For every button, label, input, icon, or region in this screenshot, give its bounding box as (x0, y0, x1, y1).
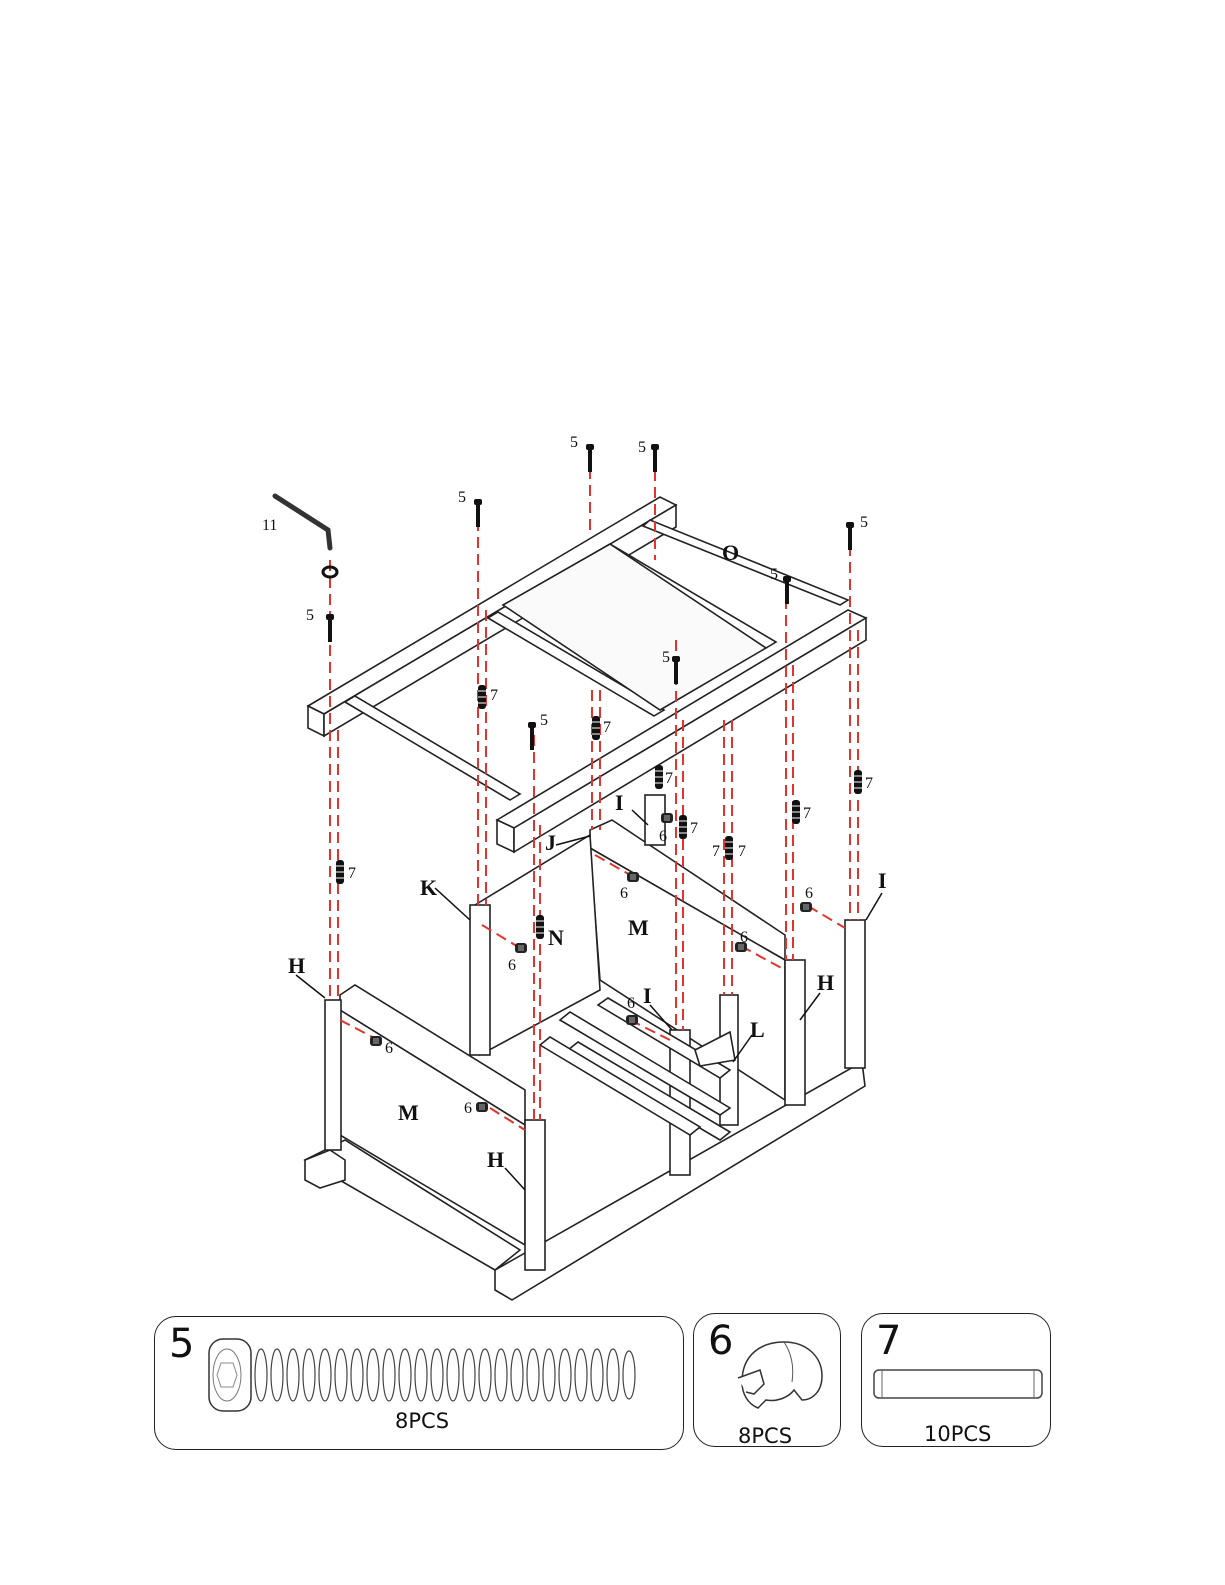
part-label-i-center: I (643, 983, 652, 1008)
callout-5: 5 (570, 434, 578, 451)
part-label-j: J (545, 830, 556, 855)
callout-5: 5 (458, 489, 466, 506)
callout-6: 6 (805, 885, 813, 902)
part-label-h-front: H (487, 1147, 504, 1172)
callout-5: 5 (860, 514, 868, 531)
hardware-card-cam: 6 8PCS (693, 1313, 841, 1447)
part-label-m-right: M (628, 915, 649, 940)
part-label-l: L (750, 1017, 765, 1042)
part-label-11: 11 (262, 517, 277, 534)
part-label-m-left: M (398, 1100, 419, 1125)
part-label-h-right: H (817, 970, 834, 995)
bolt-icon (203, 1335, 663, 1415)
part-label-n: N (548, 925, 564, 950)
hardware-number: 6 (708, 1318, 733, 1364)
dowel-icon (870, 1364, 1046, 1404)
hardware-card-screw: 5 8PCS (154, 1316, 684, 1450)
callout-5: 5 (770, 566, 778, 583)
cam-lock-icon (732, 1334, 832, 1414)
callout-7: 7 (690, 820, 698, 837)
part-label-k: K (420, 875, 437, 900)
callout-7: 7 (665, 770, 673, 787)
top-frame (308, 497, 866, 852)
callout-6: 6 (659, 828, 667, 845)
callout-6: 6 (464, 1100, 472, 1117)
callout-6: 6 (620, 885, 628, 902)
assembly-diagram: O M M J K N L H H H I I I 11 5 5 5 5 5 5… (0, 0, 1225, 1310)
part-label-i-back: I (615, 790, 624, 815)
hardware-quantity: 8PCS (738, 1424, 792, 1448)
callout-6: 6 (740, 929, 748, 946)
hardware-quantity: 8PCS (395, 1409, 449, 1433)
callout-6: 6 (508, 957, 516, 974)
hardware-number: 5 (169, 1321, 194, 1367)
callout-7: 7 (865, 775, 873, 792)
callout-7: 7 (738, 843, 746, 860)
callout-7: 7 (712, 843, 720, 860)
hardware-quantity: 10PCS (924, 1422, 991, 1446)
part-label-i-right: I (878, 868, 887, 893)
callout-7: 7 (490, 687, 498, 704)
hardware-number: 7 (876, 1318, 901, 1364)
callout-5: 5 (638, 439, 646, 456)
hardware-card-dowel: 7 10PCS (861, 1313, 1051, 1447)
callout-5: 5 (540, 712, 548, 729)
part-label-h-left: H (288, 953, 305, 978)
callout-6: 6 (385, 1040, 393, 1057)
callout-7: 7 (803, 805, 811, 822)
callout-7: 7 (603, 719, 611, 736)
callout-5: 5 (306, 607, 314, 624)
callout-5: 5 (662, 649, 670, 666)
allen-key-icon (275, 496, 337, 577)
part-label-o: O (722, 540, 739, 565)
callout-7: 7 (348, 865, 356, 882)
callout-6: 6 (627, 995, 635, 1012)
